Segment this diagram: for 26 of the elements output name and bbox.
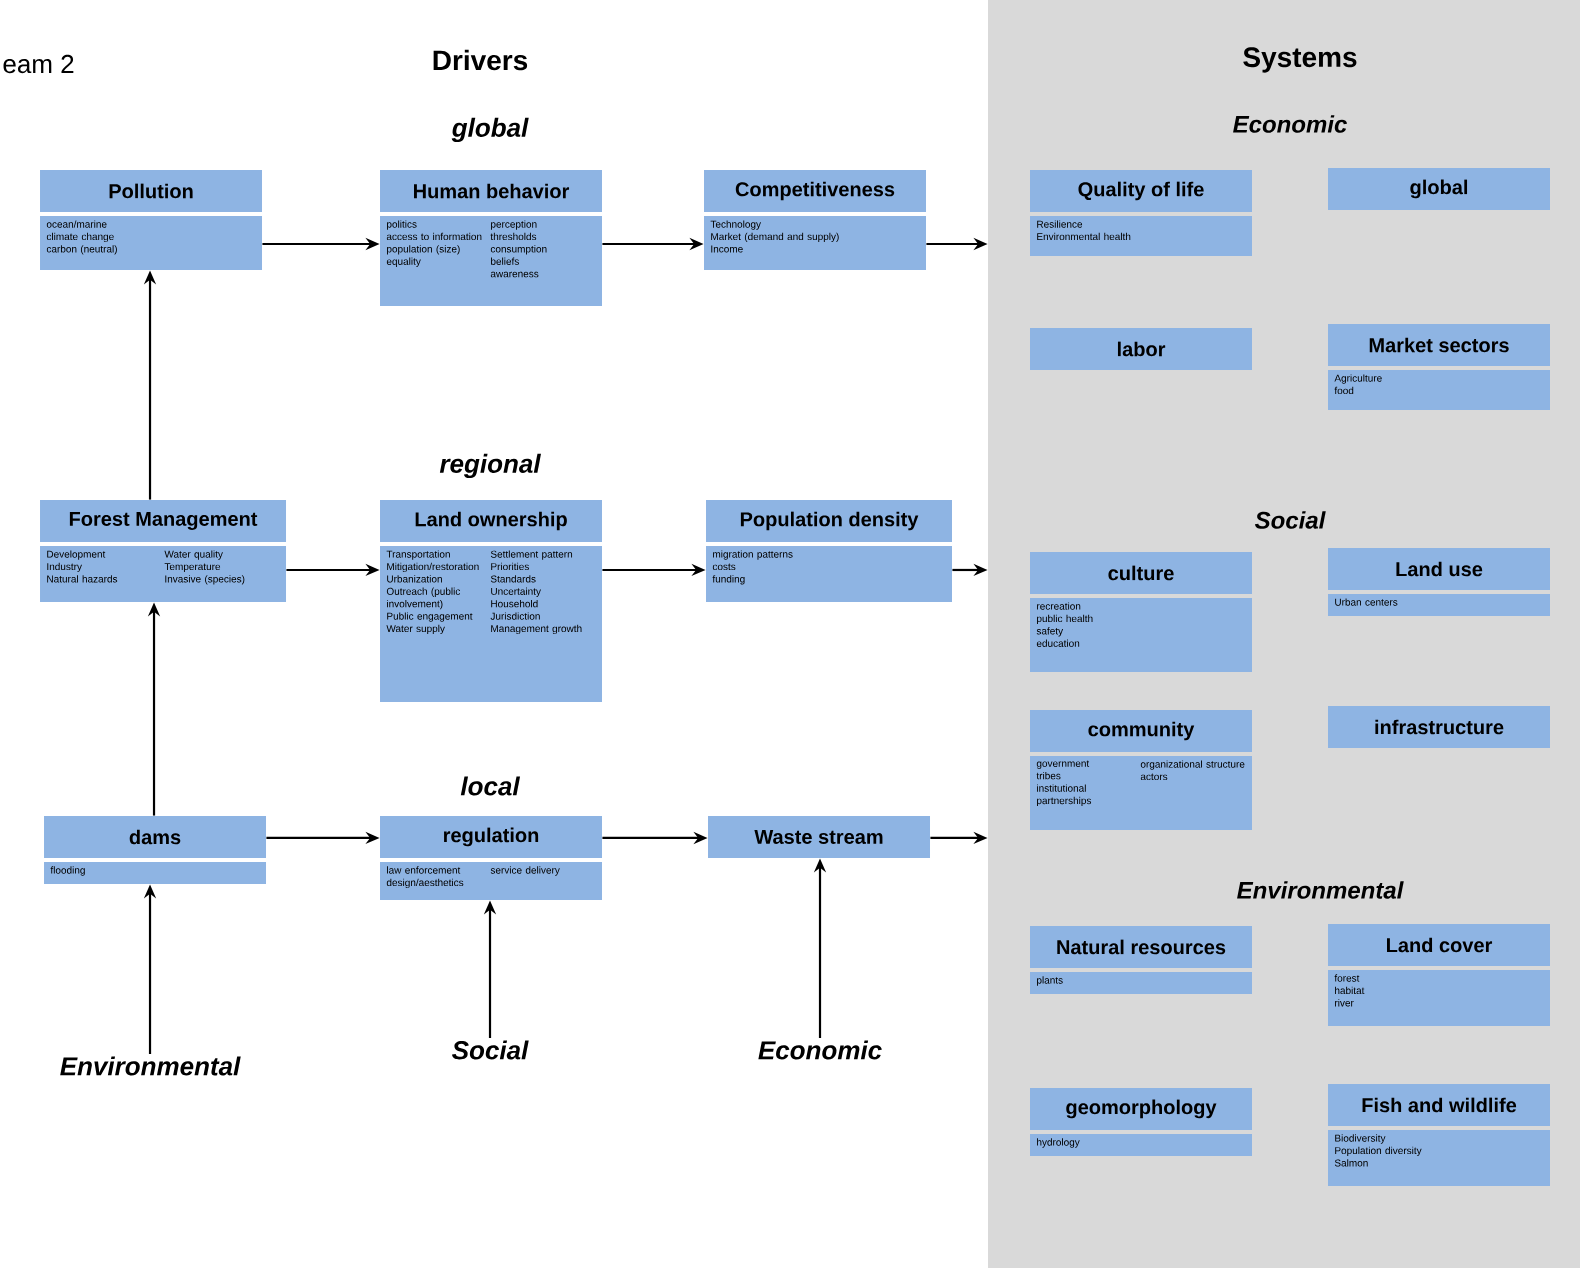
node-label: Human behavior <box>414 183 570 199</box>
node-label: Population density <box>740 511 919 531</box>
node-label: Land cover <box>1387 937 1493 953</box>
node-label: Fish and wildlife <box>1362 1097 1517 1113</box>
section-heading: Social <box>1254 511 1326 529</box>
driver-label: Economic <box>758 1040 882 1060</box>
section-heading: Systems <box>1243 47 1357 73</box>
section-heading: Economic <box>1233 115 1347 133</box>
heading: global <box>451 117 529 143</box>
node-label: community <box>1088 721 1195 741</box>
system-box: infrastructure <box>1328 705 1550 748</box>
node-label: Pollution <box>109 183 193 199</box>
driver-label: Social <box>452 1040 529 1060</box>
heading: Drivers <box>433 49 528 71</box>
system-box: labor <box>1030 328 1252 370</box>
driver-box: Waste stream <box>708 816 930 858</box>
driver-label: Environmental <box>60 1056 241 1076</box>
heading: local <box>460 776 521 796</box>
node-label: Competitiveness <box>735 181 895 201</box>
heading: regional <box>439 453 541 479</box>
section-heading: Environmental <box>1237 881 1404 899</box>
system-box: global <box>1328 168 1550 210</box>
node-label: Land ownership <box>415 511 567 531</box>
heading: eam 2 <box>3 54 74 74</box>
node-label: culture <box>1108 565 1174 581</box>
node-label: Forest Management <box>69 511 258 530</box>
